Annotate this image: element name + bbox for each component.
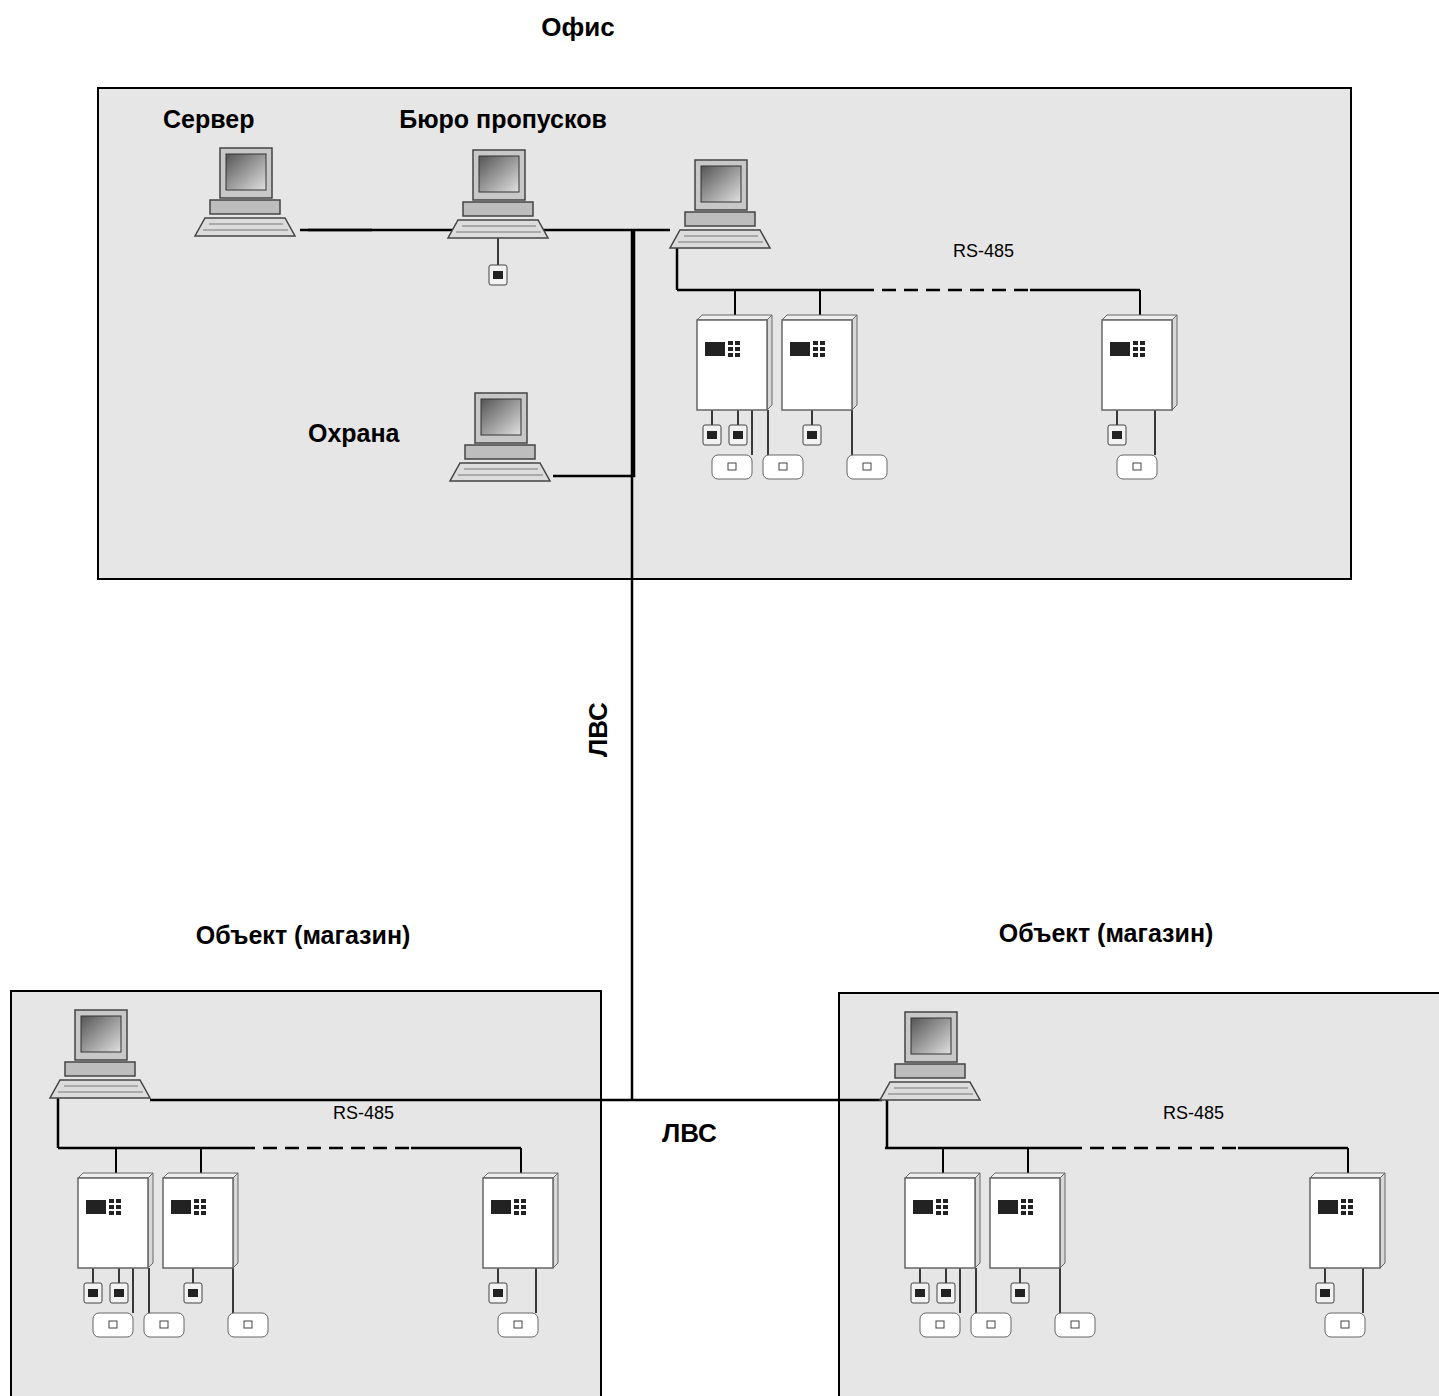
- computer: [195, 148, 295, 236]
- store-region: Объект (магазин): [838, 992, 1439, 1396]
- computer: [448, 150, 548, 238]
- store-region: Объект (магазин): [10, 990, 602, 1396]
- region-heading: Объект (магазин): [999, 918, 1214, 948]
- bus-name: RS-485: [333, 1103, 394, 1125]
- workstation-label: Сервер: [163, 104, 254, 134]
- controller-group: [58, 1148, 558, 1337]
- network-name: ЛВС: [662, 1118, 717, 1149]
- device-wire: [497, 238, 499, 265]
- lan-connector: [553, 230, 634, 476]
- bus-name: RS-485: [1163, 1103, 1224, 1125]
- region-heading: Офис: [541, 12, 614, 43]
- controller-group: [885, 1148, 1385, 1337]
- workstation: Сервер: [158, 102, 308, 248]
- region-fill: [838, 992, 1439, 1396]
- reader: [489, 265, 507, 285]
- bus-name: RS-485: [953, 241, 1014, 263]
- rs485-stub: [57, 1096, 60, 1148]
- region-fill: [10, 990, 602, 1396]
- workstation: Охрана: [303, 393, 553, 493]
- computer: [50, 1010, 150, 1098]
- workstation-label: Охрана: [308, 418, 400, 448]
- rs485-stub: [886, 1100, 889, 1148]
- lan-connector: [308, 229, 372, 232]
- workstation-label: Бюро пропусков: [399, 104, 607, 134]
- rs485-stub: [676, 248, 679, 290]
- lan-line: [150, 1099, 882, 1102]
- computer: [450, 393, 550, 481]
- computer: [880, 1012, 980, 1100]
- region-fill: [97, 87, 1352, 580]
- workstation: Бюро пропусков: [372, 102, 634, 248]
- computer: [670, 160, 770, 248]
- region-heading: Объект (магазин): [196, 920, 411, 950]
- network-name: ЛВС: [582, 703, 613, 758]
- controller-group: [677, 290, 1177, 479]
- office-region: ОфисСерверБюро пропусковОхрана: [97, 87, 1352, 580]
